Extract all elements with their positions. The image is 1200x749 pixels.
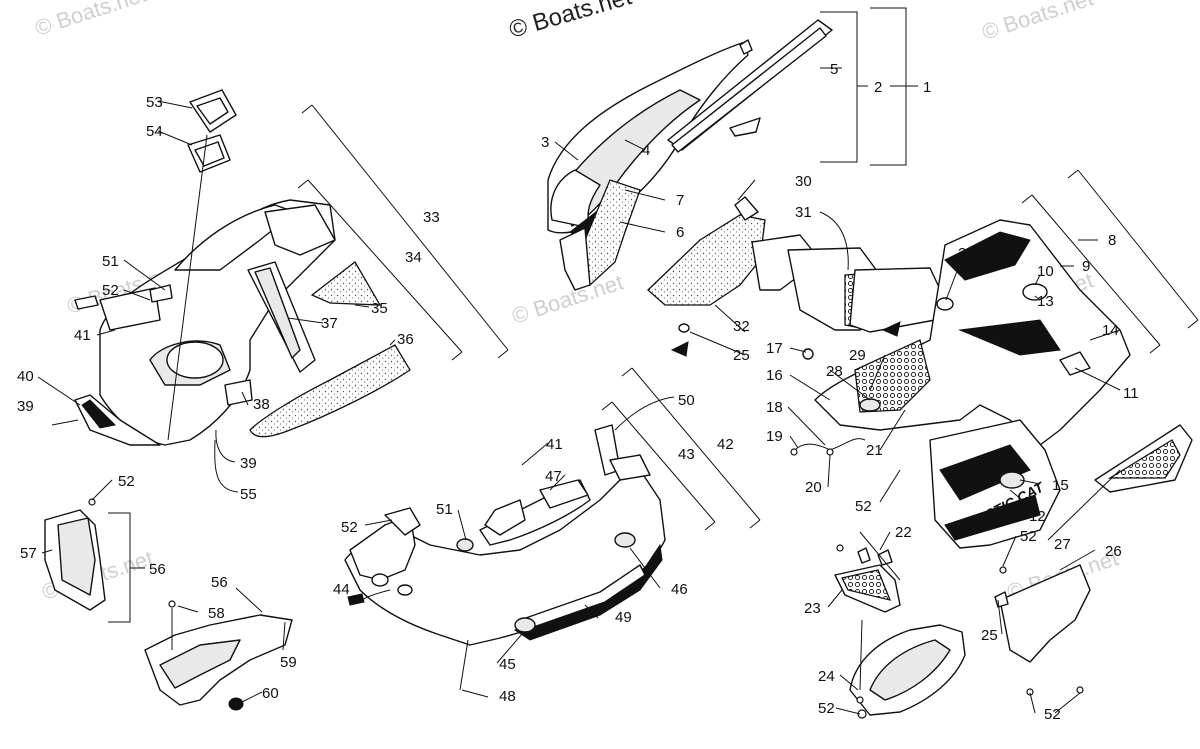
callout-36: 36 bbox=[397, 331, 414, 348]
callout-52-center: 52 bbox=[341, 519, 358, 536]
callout-49: 49 bbox=[615, 609, 632, 626]
callout-2: 2 bbox=[874, 79, 882, 96]
callout-17: 17 bbox=[766, 340, 783, 357]
callout-5: 5 bbox=[830, 61, 838, 78]
callout-58: 58 bbox=[208, 605, 225, 622]
callout-59: 59 bbox=[280, 654, 297, 671]
callout-11: 11 bbox=[1123, 385, 1139, 402]
callout-8: 8 bbox=[1108, 232, 1116, 249]
callout-13: 13 bbox=[1037, 293, 1054, 310]
callout-38: 38 bbox=[253, 396, 270, 413]
callout-48: 48 bbox=[499, 688, 516, 705]
callout-52-left-bottom: 52 bbox=[118, 473, 135, 490]
callout-25-center: 25 bbox=[733, 347, 750, 364]
callout-44: 44 bbox=[333, 581, 350, 598]
callout-52-far-right: 52 bbox=[1020, 528, 1037, 545]
callout-52-right-upper: 52 bbox=[855, 498, 872, 515]
callout-60: 60 bbox=[262, 685, 279, 702]
callout-25-right: 25 bbox=[981, 627, 998, 644]
callout-31: 31 bbox=[795, 204, 812, 221]
callout-37: 37 bbox=[321, 315, 338, 332]
watermark-center-mid: © Boats.net bbox=[509, 269, 626, 328]
callout-46: 46 bbox=[671, 581, 688, 598]
callout-28-upper: 28 bbox=[958, 245, 975, 262]
callout-28-lower: 28 bbox=[826, 363, 843, 380]
watermark-top-center: © Boats.net bbox=[506, 0, 635, 44]
callout-10: 10 bbox=[1037, 263, 1054, 280]
callout-43: 43 bbox=[678, 446, 695, 463]
callout-14: 14 bbox=[1102, 322, 1119, 339]
watermark-top-left: © Boats.net bbox=[32, 0, 149, 41]
callout-45: 45 bbox=[499, 656, 516, 673]
bottom-right-parts bbox=[834, 544, 1091, 719]
callout-54: 54 bbox=[146, 123, 163, 140]
lower-nose-assembly bbox=[344, 424, 666, 691]
callout-55: 55 bbox=[240, 486, 257, 503]
bottom-left-parts bbox=[44, 498, 293, 711]
callout-51-center: 51 bbox=[436, 501, 453, 518]
left-side-panel-assembly bbox=[51, 89, 411, 446]
callout-41-left: 41 bbox=[74, 327, 91, 344]
callout-23: 23 bbox=[804, 600, 821, 617]
hood-assembly bbox=[547, 19, 833, 291]
callout-35: 35 bbox=[371, 300, 388, 317]
callout-1: 1 bbox=[923, 79, 931, 96]
callout-52-left-top: 52 bbox=[102, 282, 119, 299]
callout-18: 18 bbox=[766, 399, 783, 416]
callout-3: 3 bbox=[541, 134, 549, 151]
callout-16: 16 bbox=[766, 367, 783, 384]
callout-57: 57 bbox=[20, 545, 37, 562]
callout-labels: 1 2 3 4 5 6 7 8 9 10 11 12 13 14 15 16 1… bbox=[17, 61, 1139, 723]
callout-42: 42 bbox=[717, 436, 734, 453]
callout-9: 9 bbox=[1082, 258, 1090, 275]
callout-39-left: 39 bbox=[17, 398, 34, 415]
callout-20: 20 bbox=[805, 479, 822, 496]
callout-56-left: 56 bbox=[149, 561, 166, 578]
callout-27: 27 bbox=[1054, 536, 1071, 553]
callout-15: 15 bbox=[1052, 477, 1069, 494]
callout-53: 53 bbox=[146, 94, 163, 111]
callout-39-right: 39 bbox=[240, 455, 257, 472]
callout-12: 12 bbox=[1029, 508, 1046, 525]
callout-52-bottom-right-a: 52 bbox=[818, 700, 835, 717]
callout-6: 6 bbox=[676, 224, 684, 241]
callout-50: 50 bbox=[678, 392, 695, 409]
callout-30: 30 bbox=[795, 173, 812, 190]
callout-29: 29 bbox=[849, 347, 866, 364]
callout-21: 21 bbox=[866, 442, 883, 459]
callout-33: 33 bbox=[423, 209, 440, 226]
callout-32: 32 bbox=[733, 318, 750, 335]
leader-lines bbox=[37, 67, 1121, 715]
right-side-panel-assembly: ARCTIC CAT bbox=[647, 196, 1193, 549]
callout-34: 34 bbox=[405, 249, 422, 266]
callout-52-bottom-right-b: 52 bbox=[1044, 706, 1061, 723]
callout-47: 47 bbox=[545, 468, 562, 485]
callout-4: 4 bbox=[642, 142, 650, 159]
callout-22: 22 bbox=[895, 524, 912, 541]
callout-56-bottom: 56 bbox=[211, 574, 228, 591]
callout-7: 7 bbox=[676, 192, 684, 209]
callout-19: 19 bbox=[766, 428, 783, 445]
callout-40: 40 bbox=[17, 368, 34, 385]
callout-26: 26 bbox=[1105, 543, 1122, 560]
callout-51-left: 51 bbox=[102, 253, 119, 270]
callout-41-center: 41 bbox=[546, 436, 563, 453]
watermark-top-right: © Boats.net bbox=[979, 0, 1096, 45]
callout-24: 24 bbox=[818, 668, 835, 685]
